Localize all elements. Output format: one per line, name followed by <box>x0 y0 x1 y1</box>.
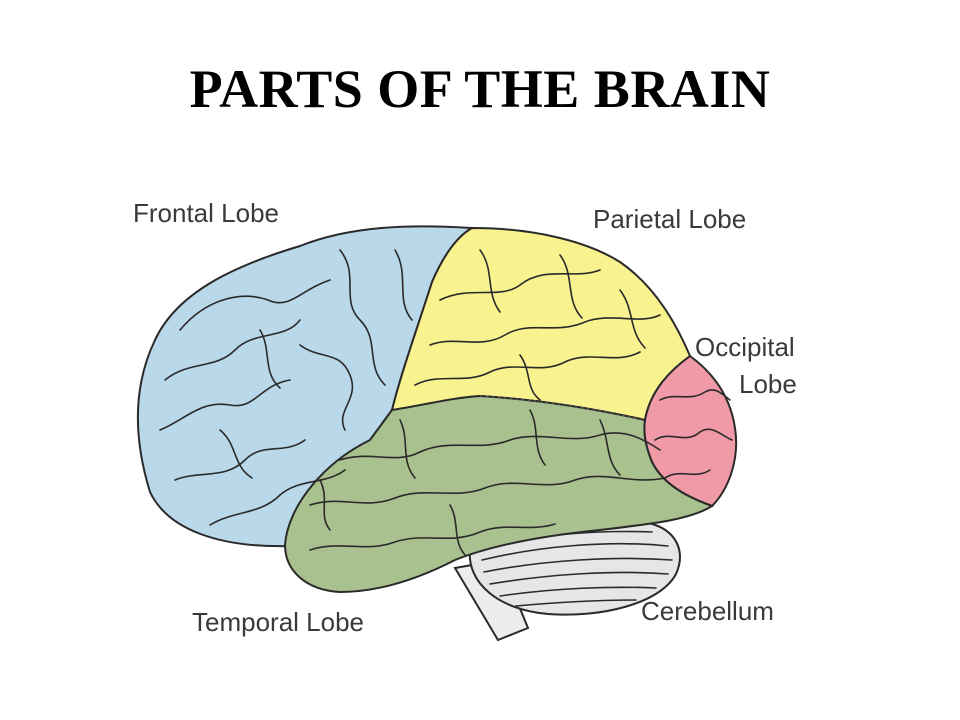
parietal-lobe-folds <box>414 249 661 401</box>
label-temporal-lobe: Temporal Lobe <box>192 607 364 637</box>
lobe-boundary-dotted <box>479 395 646 421</box>
temporal-lobe-folds <box>309 409 666 556</box>
label-parietal-lobe: Parietal Lobe <box>593 204 746 234</box>
label-frontal-lobe: Frontal Lobe <box>133 198 279 228</box>
label-occipital-lobe-line2: Lobe <box>739 369 797 399</box>
diagram-title: PARTS OF THE BRAIN <box>189 59 771 119</box>
label-cerebellum: Cerebellum <box>641 596 774 626</box>
frontal-lobe-folds <box>159 249 413 531</box>
occipital-lobe-folds <box>654 389 733 479</box>
label-occipital-lobe-line1: Occipital <box>695 332 795 362</box>
